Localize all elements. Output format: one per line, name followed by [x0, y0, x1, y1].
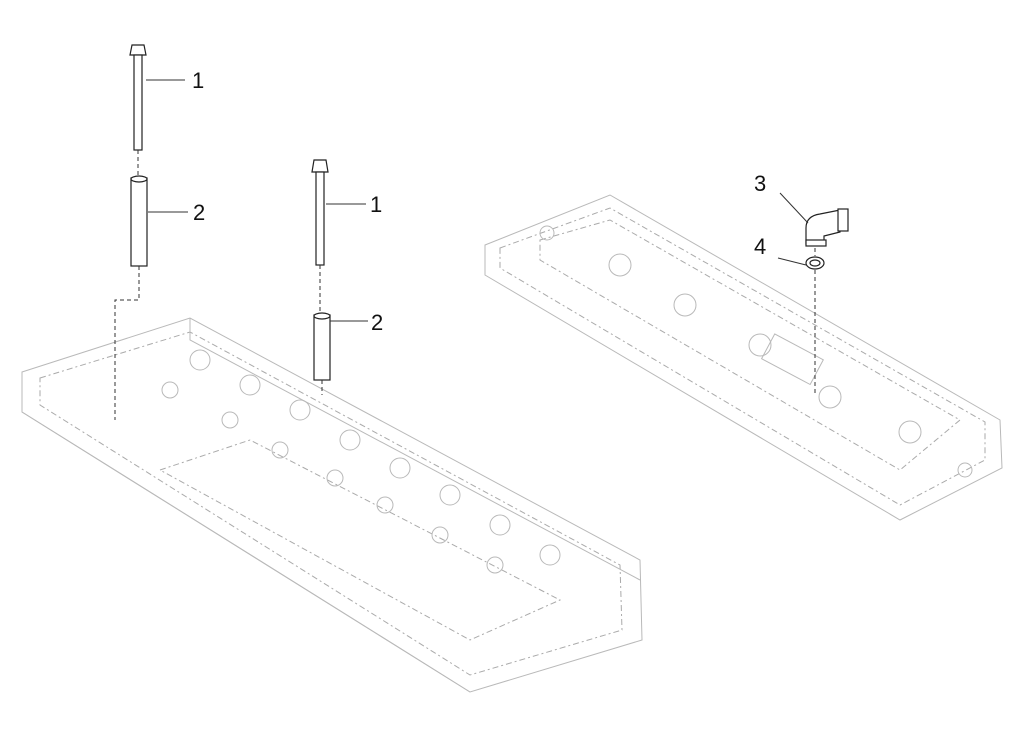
callout-4: 4 — [754, 234, 766, 259]
cylinder-head — [21, 317, 643, 693]
valve-cover — [484, 194, 1003, 521]
callout-2-upper-left: 2 — [193, 200, 205, 225]
callout-1-center: 1 — [370, 192, 382, 217]
callout-1-upper-left: 1 — [192, 68, 204, 93]
bolt-upper-left — [129, 44, 147, 178]
sealing-washer — [805, 248, 825, 395]
elbow-fitting — [805, 208, 849, 247]
callout-2-center: 2 — [371, 310, 383, 335]
bolt-center — [311, 159, 329, 315]
sleeve-center — [313, 312, 331, 395]
sleeve-upper-left — [114, 175, 148, 420]
callout-3: 3 — [754, 171, 766, 196]
